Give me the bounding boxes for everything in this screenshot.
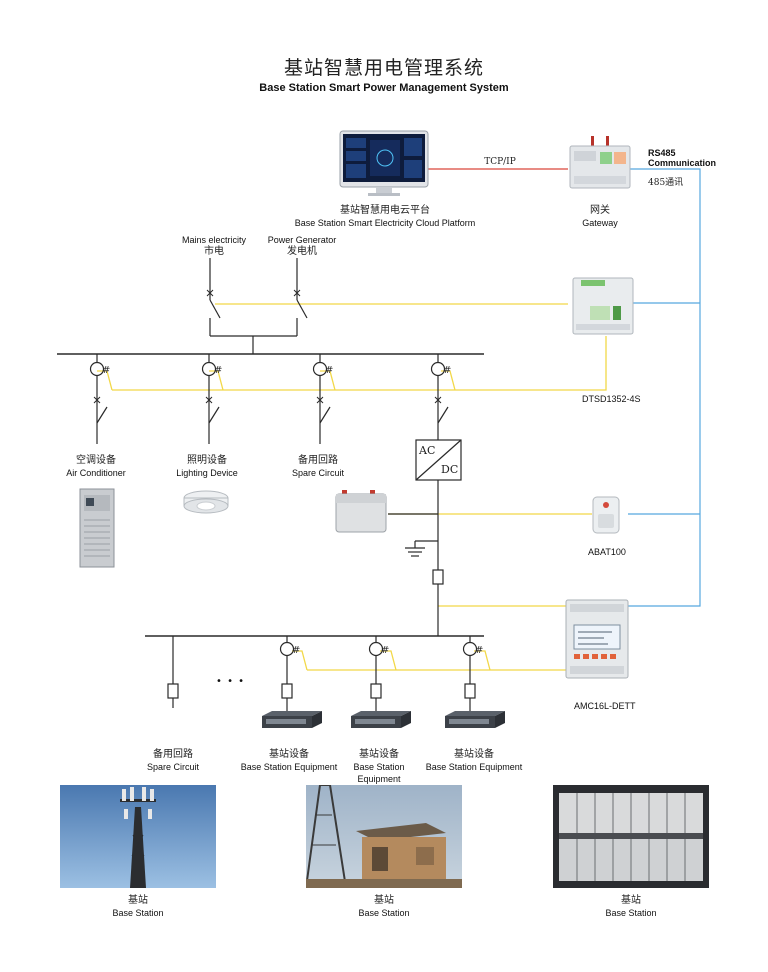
dtsd1352-label: DTSD1352-4S [582,394,641,404]
mains-label-en: Mains electricity [181,235,247,245]
building-image [306,785,462,888]
page-subtitle: Base Station Smart Power Management Syst… [259,82,509,94]
cloud-platform-monitor [339,130,429,196]
generator-label-en: Power Generator [267,235,337,245]
batteries-image [559,793,703,881]
svg-text:#: # [102,365,110,376]
load-label-equipment-2: 基站设备 Base Station Equipment [353,749,404,785]
tower-image [120,787,156,888]
load-label-spare-circuit-top-en: Spare Circuit [291,468,345,478]
battery [335,490,387,533]
load-label-air-conditioner-cn: 空调设备 [76,455,116,466]
amc16l-label: AMC16L-DETT [574,701,636,711]
photo-caption-3-cn: 基站 [620,895,641,906]
load-label-spare-circuit-bottom: 备用回路 Spare Circuit [147,749,199,773]
power-wiring [57,258,484,712]
ct-marks: # # # # # # # [102,365,483,656]
base-station-equipment-1 [262,711,322,728]
gateway-label: 网关 Gateway [582,205,618,229]
svg-text:#: # [475,645,483,656]
load-label-equipment-1-en: Base Station Equipment [240,762,338,772]
load-label-equipment-3: 基站设备 Base Station Equipment [426,749,523,773]
rs485-label-line2: Communication [648,158,717,168]
load-label-air-conditioner: 空调设备 Air Conditioner [66,455,126,479]
rs485-label: RS485 Communication [648,148,716,168]
base-station-photo-tower [60,785,216,888]
cloud-platform-label: 基站智慧用电云平台 Base Station Smart Electricity… [295,205,476,229]
load-label-equipment-2-cn: 基站设备 [358,749,399,760]
load-label-equipment-1: 基站设备 Base Station Equipment [241,749,338,773]
photo-caption-1-en: Base Station [112,908,164,918]
base-station-photo-building [306,785,462,888]
photo-caption-2: 基站 Base Station [358,895,409,919]
load-label-air-conditioner-en: Air Conditioner [66,468,126,478]
load-label-equipment-2-en-line2: Equipment [357,774,401,784]
load-label-equipment-2-en-line1: Base Station [353,762,405,772]
converter-ac-text: AC [419,444,436,457]
generator-label: Power Generator 发电机 [268,234,337,258]
load-label-lighting-en: Lighting Device [176,468,238,478]
converter-dc-text: DC [441,463,459,476]
mains-breaker [209,299,221,319]
more-circuits-ellipsis: • • • [216,676,246,687]
load-label-spare-circuit-bottom-cn: 备用回路 [153,749,193,760]
rs485-bus [627,168,701,607]
svg-text:#: # [214,365,222,376]
signal-lines [97,303,607,671]
photo-caption-2-en: Base Station [358,908,410,918]
base-station-photo-batteries [553,785,709,888]
gateway-device [569,136,631,189]
rs485-cn-label: 485通讯 [648,178,684,188]
svg-text:#: # [381,645,389,656]
breaker-marks [93,289,442,404]
gateway-label-en: Gateway [582,218,618,228]
rs485-label-line1: RS485 [648,148,676,158]
photo-caption-1: 基站 Base Station [112,895,163,919]
svg-text:#: # [325,365,333,376]
dtsd1352-meter [572,277,634,335]
load-label-equipment-1-cn: 基站设备 [269,749,309,760]
base-station-equipment-2 [351,711,411,728]
load-label-spare-circuit-bottom-en: Spare Circuit [146,762,200,772]
generator-label-cn: 发电机 [286,246,317,257]
mains-label: Mains electricity 市电 [182,234,246,258]
load-label-spare-circuit-top-cn: 备用回路 [298,455,338,466]
cloud-platform-label-en: Base Station Smart Electricity Cloud Pla… [294,218,476,228]
photo-caption-2-cn: 基站 [373,895,394,906]
air-conditioner-unit [79,488,115,568]
load-label-lighting: 照明设备 Lighting Device [176,455,238,479]
mains-label-cn: 市电 [203,246,224,257]
load-label-spare-circuit-top: 备用回路 Spare Circuit [292,455,344,479]
tcp-ip-label: TCP/IP [484,157,516,167]
load-label-equipment-3-en: Base Station Equipment [425,762,523,772]
cloud-platform-label-cn: 基站智慧用电云平台 [339,205,430,216]
svg-text:#: # [443,365,451,376]
page-title: 基站智慧用电管理系统 [283,57,484,79]
photo-caption-1-cn: 基站 [127,895,148,906]
gateway-label-cn: 网关 [590,205,610,216]
ac-breaker [96,406,108,424]
amc16l-monitor [565,599,629,679]
base-station-equipment-3 [445,711,505,728]
abat100-label: ABAT100 [588,547,626,557]
lighting-device [183,490,229,514]
generator-breaker [296,299,308,319]
photo-caption-3: 基站 Base Station [605,895,656,919]
svg-text:#: # [292,645,300,656]
load-label-equipment-3-cn: 基站设备 [454,749,494,760]
load-label-lighting-cn: 照明设备 [186,455,227,466]
photo-caption-3-en: Base Station [605,908,657,918]
abat100-device [592,496,620,534]
